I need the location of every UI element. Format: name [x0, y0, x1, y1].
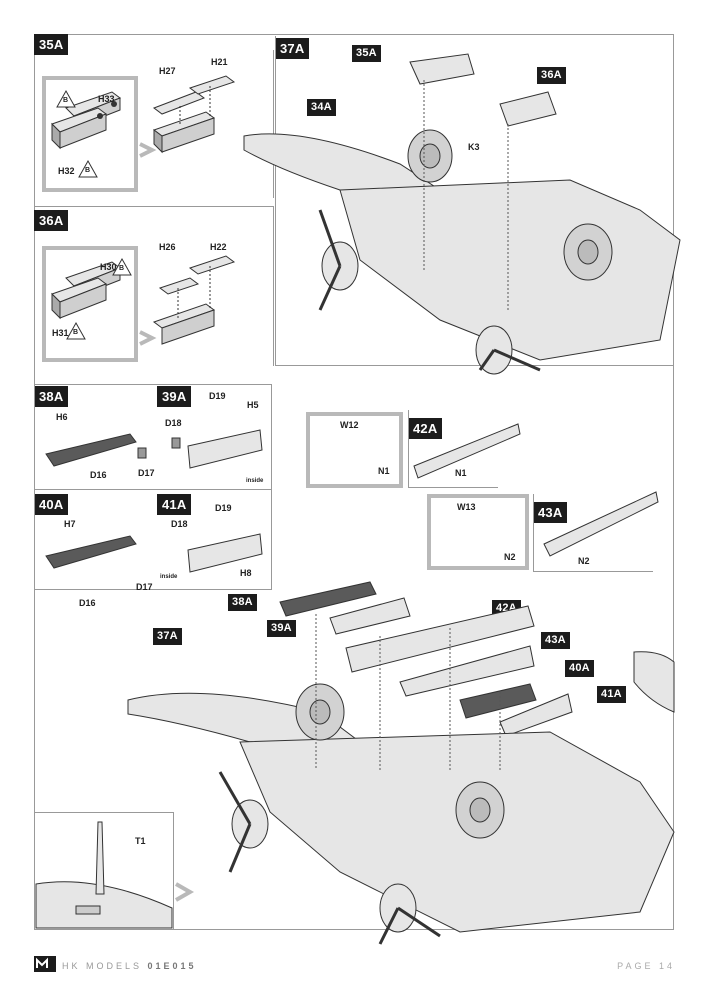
h30-callout-triangle	[112, 257, 132, 276]
h32-marker: B	[85, 167, 91, 174]
part-h26: H26	[159, 242, 176, 252]
step-35a-inset-drawing	[51, 91, 122, 150]
h32-callout-triangle	[78, 159, 98, 178]
step-43a-inset	[427, 494, 529, 570]
step-39a-tag: 39A	[157, 386, 192, 407]
h33-callout-triangle	[56, 89, 76, 108]
step-42a-panel	[408, 410, 498, 488]
part-h33: H33	[98, 94, 115, 104]
footer-page-number: PAGE 14	[617, 961, 675, 971]
aircraft-upper-drawing	[243, 53, 681, 375]
callout-40a: 40A	[565, 660, 594, 677]
step-43a-tag: 43A	[533, 502, 568, 523]
part-h21: H21	[211, 57, 228, 67]
n1-part-drawing	[413, 423, 521, 479]
part-d17-b: D17	[136, 582, 153, 592]
footer-brand-name: HK MODELS	[62, 961, 143, 971]
part-h31: H31	[52, 328, 69, 338]
part-k3: K3	[468, 142, 480, 152]
h30-marker: B	[119, 265, 125, 272]
step-42a-inset	[306, 412, 403, 488]
t1-arrow-icon	[175, 882, 195, 902]
step-40a-tag: 40A	[34, 494, 69, 515]
inside-note-39a: inside	[246, 478, 264, 484]
part-h5: H5	[247, 400, 259, 410]
callout-36a: 36A	[537, 67, 566, 84]
callout-35a: 35A	[352, 45, 381, 62]
part-h6: H6	[56, 412, 68, 422]
part-d16-a: D16	[90, 470, 107, 480]
step-35a-panel	[34, 50, 274, 198]
step-38a-tag: 38A	[34, 386, 69, 407]
t1-drawing	[35, 821, 173, 929]
step-36a-arrow-icon	[139, 330, 157, 346]
step-36a-inset-drawing	[51, 261, 122, 320]
part-h8: H8	[240, 568, 252, 578]
h33-marker: B	[63, 97, 69, 104]
part-d18-a: D18	[165, 418, 182, 428]
callout-41a: 41A	[597, 686, 626, 703]
callout-37a: 37A	[153, 628, 182, 645]
step-35a-tag: 35A	[34, 34, 69, 55]
part-d18-b: D18	[171, 519, 188, 529]
step-40a-41a-panel	[34, 490, 272, 590]
step-43a-panel	[533, 494, 653, 572]
part-t1: T1	[135, 836, 146, 846]
step-37a-panel	[275, 36, 674, 366]
part-w13: W13	[457, 502, 476, 512]
step-35a-assembly	[152, 75, 236, 154]
part-n2: N2	[578, 556, 590, 566]
part-h27: H27	[159, 66, 176, 76]
part-w12: W12	[340, 420, 359, 430]
step-42a-tag: 42A	[408, 418, 443, 439]
aircraft-lower-drawing	[127, 581, 675, 945]
t1-panel	[34, 812, 174, 930]
step-40a-41a-drawing	[45, 533, 263, 573]
h31-marker: B	[73, 329, 79, 336]
step-36a-tag: 36A	[34, 210, 69, 231]
part-h22: H22	[210, 242, 227, 252]
step-38a-39a-drawing	[45, 429, 263, 469]
part-n2-inset: N2	[504, 552, 516, 562]
part-h32: H32	[58, 166, 75, 176]
h31-callout-triangle	[66, 321, 86, 340]
part-d16-b: D16	[79, 598, 96, 608]
part-d19-b: D19	[215, 503, 232, 513]
part-h7: H7	[64, 519, 76, 529]
inside-note-41a: inside	[160, 574, 178, 580]
footer-code: 01E015	[147, 961, 197, 971]
step-37a-tag: 37A	[275, 38, 310, 59]
part-n1: N1	[455, 468, 467, 478]
step-38a-39a-panel	[34, 384, 272, 490]
part-n1-inset: N1	[378, 466, 390, 476]
step-36a-assembly	[152, 255, 236, 345]
step-41a-tag: 41A	[157, 494, 192, 515]
hk-models-logo	[34, 956, 56, 972]
part-d17-a: D17	[138, 468, 155, 478]
n2-part-drawing	[543, 491, 659, 557]
step-36a-panel	[34, 206, 274, 366]
step-35a-arrow-icon	[139, 142, 157, 158]
footer-brand: HK MODELS 01E015	[62, 961, 197, 971]
part-h30: H30	[100, 262, 117, 272]
callout-43a: 43A	[541, 632, 570, 649]
callout-34a: 34A	[307, 99, 336, 116]
callout-39a: 39A	[267, 620, 296, 637]
callout-38a: 38A	[228, 594, 257, 611]
part-d19-a: D19	[209, 391, 226, 401]
